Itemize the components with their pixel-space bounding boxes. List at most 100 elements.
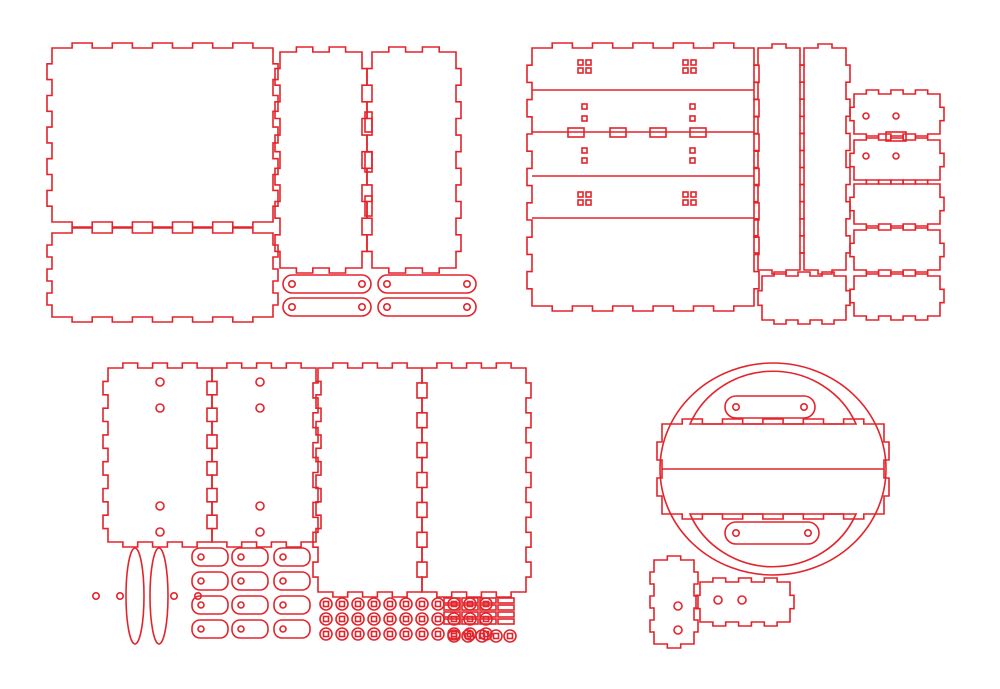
hinge-hole	[237, 577, 245, 585]
square-holes-1	[577, 59, 592, 74]
washer-extra-4	[503, 629, 517, 643]
hole-a	[577, 59, 584, 66]
washer-0-3	[367, 597, 381, 611]
washer-square	[434, 615, 442, 623]
hole-a	[682, 191, 689, 198]
washer-2-3	[367, 627, 381, 641]
strap-3-outline	[377, 274, 477, 294]
lid-upper-cutout	[688, 370, 858, 425]
hinge-body	[273, 571, 311, 591]
spacer-bar-0-1	[461, 597, 479, 604]
square-holes-3	[577, 191, 592, 206]
drawer-set-top-right	[526, 42, 945, 325]
washer-square	[464, 632, 472, 640]
washer-2-4	[383, 627, 397, 641]
slot-1	[364, 111, 373, 133]
hole-d	[585, 199, 592, 206]
vertical-strap-1	[92, 547, 179, 645]
lid-strap-upper	[724, 395, 816, 419]
slot-3	[364, 195, 373, 217]
hinge-body	[231, 571, 269, 591]
spacer-bar-1-3	[497, 604, 515, 611]
hole-b	[585, 59, 592, 66]
washer-outer	[415, 612, 429, 626]
hole-c	[577, 67, 584, 74]
hole-b	[690, 191, 697, 198]
washer-square	[418, 600, 426, 608]
hole-d	[690, 67, 697, 74]
hinge-piece-1-1	[231, 571, 269, 591]
pin-hole-6	[255, 403, 265, 413]
washer-0-4	[383, 597, 397, 611]
joint-tab-4	[689, 127, 707, 138]
washer-outer	[399, 627, 413, 641]
washer-outer	[399, 612, 413, 626]
joint-tab-1	[567, 127, 585, 138]
washer-outer	[351, 627, 365, 641]
washer-outer	[475, 629, 489, 643]
hinge-body	[273, 619, 311, 639]
vertical-strap-2-outline	[149, 547, 169, 645]
hole-b	[585, 191, 592, 198]
hinge-body	[191, 619, 229, 639]
strap-3-hole-right	[462, 279, 471, 288]
washer-square	[370, 600, 378, 608]
washer-outer	[461, 629, 475, 643]
strap-1-hole-right	[357, 279, 366, 288]
peg-hole-1	[581, 103, 588, 110]
pin-hole-4	[155, 527, 165, 537]
lid-center-bar	[656, 418, 890, 520]
latch-hole-1	[673, 601, 683, 611]
drawer-hole-1b	[892, 112, 900, 120]
drawer-front-1	[849, 89, 945, 139]
washer-extra-2	[475, 629, 489, 643]
hole-c	[577, 199, 584, 206]
hinge-piece-3-2	[273, 619, 311, 639]
washer-2-6	[415, 627, 429, 641]
spacer-bar-1-2	[479, 604, 497, 611]
box-set-bottom-left	[92, 362, 532, 645]
strap-1-outline	[282, 274, 372, 294]
washer-1-6	[415, 612, 429, 626]
strap-4-hole-right	[462, 302, 471, 311]
hinge-piece-1-0	[191, 571, 229, 591]
washer-outer	[367, 612, 381, 626]
drawer-joint-tab	[885, 131, 907, 142]
hinge-body	[231, 595, 269, 615]
peg-hole-6	[689, 147, 696, 154]
washer-extra-3	[489, 629, 503, 643]
joint-tab-2	[609, 127, 627, 138]
washer-1-5	[399, 612, 413, 626]
washer-outer	[431, 612, 445, 626]
hinge-hole	[237, 601, 245, 609]
latch-hole-3	[713, 595, 723, 605]
hinge-body	[231, 547, 269, 567]
hinge-hole	[279, 601, 287, 609]
spacer-bar-3-1	[461, 618, 479, 625]
drawer-front-5	[849, 271, 945, 321]
washer-square	[466, 600, 474, 608]
pin-hole-8	[255, 527, 265, 537]
washer-0-5	[399, 597, 413, 611]
spacer-bar-1-0	[443, 604, 461, 611]
peg-hole-2	[689, 103, 696, 110]
runner-right	[799, 43, 851, 275]
end-panel-right	[366, 46, 462, 274]
latch-panel-horizontal	[695, 577, 795, 627]
latch-hole-2	[673, 625, 683, 635]
hinge-piece-0-0	[191, 547, 229, 567]
vertical-strap-2-hole-right	[116, 591, 125, 600]
hinge-piece-0-1	[231, 547, 269, 567]
washer-0-0	[319, 597, 333, 611]
washer-square	[434, 630, 442, 638]
washer-0-10	[479, 597, 493, 611]
washer-outer	[431, 627, 445, 641]
washer-outer	[479, 597, 493, 611]
strap-2-outline	[282, 297, 372, 317]
runner-left	[753, 43, 805, 275]
spacer-bar-0-0	[443, 597, 461, 604]
box-set-top-left	[46, 42, 477, 323]
hole-b	[690, 59, 697, 66]
strap-2	[282, 297, 372, 317]
strap-4-hole-left	[382, 302, 391, 311]
